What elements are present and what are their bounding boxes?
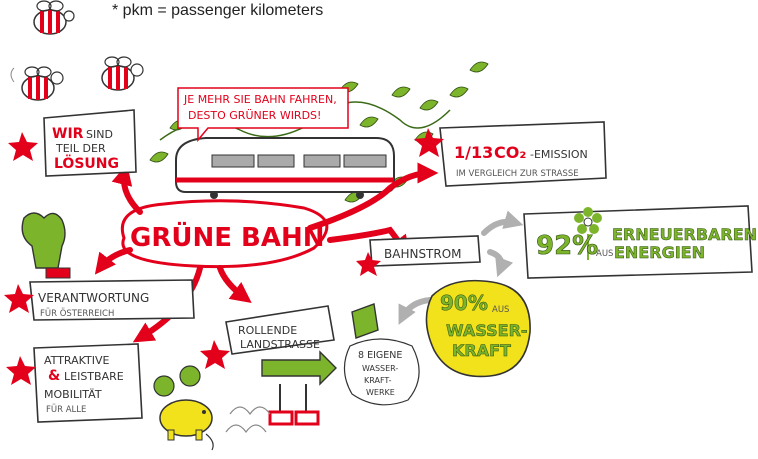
teil-label: TEIL DER [55,142,106,155]
renewable-line1: ERNEUERBAREN [612,225,757,244]
wasserkraft-line2: KRAFT [452,341,511,360]
attraktive-node: ATTRAKTIVE & LEISTBARE MOBILITÄT FÜR ALL… [6,343,143,423]
wasserkraft-aus: AUS [492,305,509,315]
kraftwerke-line3: KRAFT- [364,376,392,385]
train-illustration [175,137,395,199]
co2-node: 1/13 CO₂ -EMISSION IM VERGLEICH ZUR STRA… [414,121,607,187]
rollende-node: ROLLENDE LANDSTRASSE [200,305,335,369]
wir-label: WIR [52,126,84,142]
kraftwerke-line1: 8 EIGENE [358,350,402,361]
sind-label: SIND [86,128,113,141]
bahnstrom-label: BAHNSTROM [384,247,462,261]
truck-skate-icon [225,350,337,434]
kraftwerke-line4: WERKE [366,388,395,397]
attraktive-line2: LEISTBARE [64,370,124,383]
rollende-line1: ROLLENDE [238,324,297,337]
grey-arrows [398,210,524,325]
wasserkraft-percent: 90% [440,291,488,315]
flower-icon [574,207,602,260]
coin-icon [153,365,201,397]
co2-ratio: 1/13 [454,143,493,162]
verantwortung-title: VERANTWORTUNG [38,291,149,305]
star-icon [6,356,36,385]
co2-emission: -EMISSION [530,148,588,161]
attraktive-line3: MOBILITÄT [44,388,102,401]
bee-icon [33,0,75,35]
wasserkraft-node: 90% AUS WASSER- KRAFT [425,279,531,378]
kraftwerke-line2: WASSER- [362,364,398,373]
star-icon [8,132,38,161]
power-plant-icon [351,303,379,339]
wir-sind-node: WIR SIND TEIL DER LÖSUNG [8,109,137,177]
speech-line1: JE MEHR SIE BAHN FAHREN, [183,93,337,106]
wasserkraft-line1: WASSER- [446,321,528,340]
star-icon [4,284,34,313]
loesung-label: LÖSUNG [54,154,119,172]
verantwortung-sub: FÜR ÖSTERREICH [40,308,114,319]
star-icon [200,340,230,369]
co2-sub: IM VERGLEICH ZUR STRASSE [456,169,579,179]
train-speech-bubble: JE MEHR SIE BAHN FAHREN, DESTO GRÜNER WI… [177,87,349,143]
fist-icon [21,212,71,279]
renewable-line2: ENERGIEN [614,243,705,262]
bahnstrom-node: BAHNSTROM [356,235,481,276]
bee-icon [101,56,144,91]
star-icon [356,252,381,276]
piggy-bank-icon [159,399,214,451]
star-icon [414,128,444,157]
footnote: * pkm = passenger kilometers [112,2,324,19]
center-node: GRÜNE BAHN [121,199,329,269]
kraftwerke-node: 8 EIGENE WASSER- KRAFT- WERKE [343,303,420,406]
ampersand-label: & [48,368,60,384]
bee-icon [10,66,64,101]
attraktive-line1: ATTRAKTIVE [44,354,109,367]
speech-line2: DESTO GRÜNER WIRDS! [188,109,321,122]
center-title: GRÜNE BAHN [130,220,325,253]
renewable-node: 92% AUS ERNEUERBAREN ENERGIEN [523,205,757,279]
attraktive-line4: FÜR ALLE [46,404,86,415]
verantwortung-node: VERANTWORTUNG FÜR ÖSTERREICH [4,279,195,321]
renewable-aus: AUS [596,249,613,259]
rollende-line2: LANDSTRASSE [240,338,320,351]
renewable-percent: 92% [536,231,598,261]
co2-label: CO₂ [494,143,526,162]
